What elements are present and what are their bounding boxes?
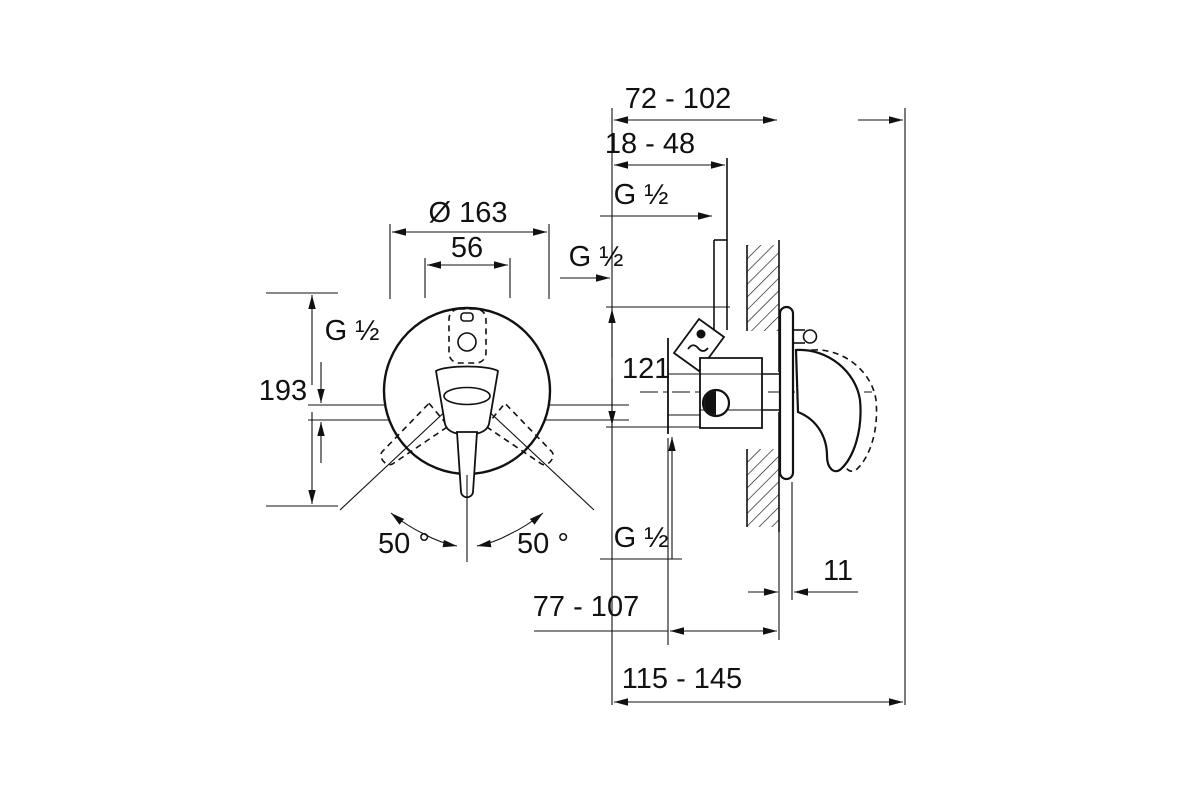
dim-121-label: 121 [622, 353, 670, 385]
lever-alt-left-dashed [380, 402, 450, 466]
dim-diameter-163: Ø 163 [389, 197, 550, 299]
dim-18-48-label: 18 - 48 [605, 128, 695, 160]
knob-tip [802, 329, 818, 344]
diverter-knob [793, 329, 818, 344]
wall-hatch-upper [747, 245, 779, 331]
height-label: 193 [259, 375, 307, 407]
check-valve-dot [696, 329, 706, 339]
lever-alt-right-dashed [484, 402, 554, 466]
dim-11: 11 [748, 482, 858, 600]
swing-left-label: 50 ° [378, 528, 430, 560]
dim-thread-front: G ½ [317, 315, 380, 463]
dim-swing-angles: 50 ° 50 ° [378, 475, 569, 562]
swing-right-label: 50 ° [517, 528, 569, 560]
side-view: 72 - 102 18 - 48 G ½ G ½ 121 [533, 83, 906, 706]
diameter-label: Ø 163 [429, 197, 508, 229]
diverter-detail [457, 332, 477, 352]
lever-hub [435, 365, 499, 435]
dim-77-107-label: 77 - 107 [533, 591, 639, 623]
filter-symbol [687, 344, 709, 352]
wall-section [746, 240, 780, 532]
dim-115-145-label: 115 - 145 [622, 663, 742, 695]
dim-thread-top: G ½ [600, 179, 712, 220]
dim-18-48: 18 - 48 [605, 128, 725, 169]
front-view: G ½ 193 Ø 163 56 [259, 197, 629, 562]
dim-11-label: 11 [823, 555, 853, 587]
lever-handle-front [456, 431, 478, 499]
thread-front-label: G ½ [325, 315, 380, 347]
check-valve-union [672, 317, 726, 373]
dim-77-107: 77 - 107 [533, 438, 777, 645]
lever-handle-side [794, 348, 862, 473]
dim-72-102: 72 - 102 [614, 83, 903, 124]
escutcheon-plate-side [778, 305, 795, 481]
cartridge-outline-dashed [448, 308, 487, 364]
dim-121: 121 [606, 306, 730, 428]
wall-hatch-lower [747, 449, 779, 527]
dim-115-145: 115 - 145 [614, 663, 903, 706]
dim-height-193: 193 [259, 292, 338, 507]
thread-mid-label: G ½ [569, 241, 624, 273]
thread-top-label: G ½ [614, 179, 669, 211]
width-label: 56 [451, 232, 483, 264]
pivot-half-fill [704, 391, 716, 415]
hub-oval-detail [443, 386, 491, 406]
concealed-valve-body [667, 158, 780, 434]
screw-detail [460, 312, 474, 322]
dim-width-56: 56 [424, 232, 511, 298]
dim-thread-mid: G ½ [560, 241, 624, 282]
thread-bottom-label: G ½ [614, 522, 669, 554]
dim-72-102-label: 72 - 102 [625, 83, 731, 115]
